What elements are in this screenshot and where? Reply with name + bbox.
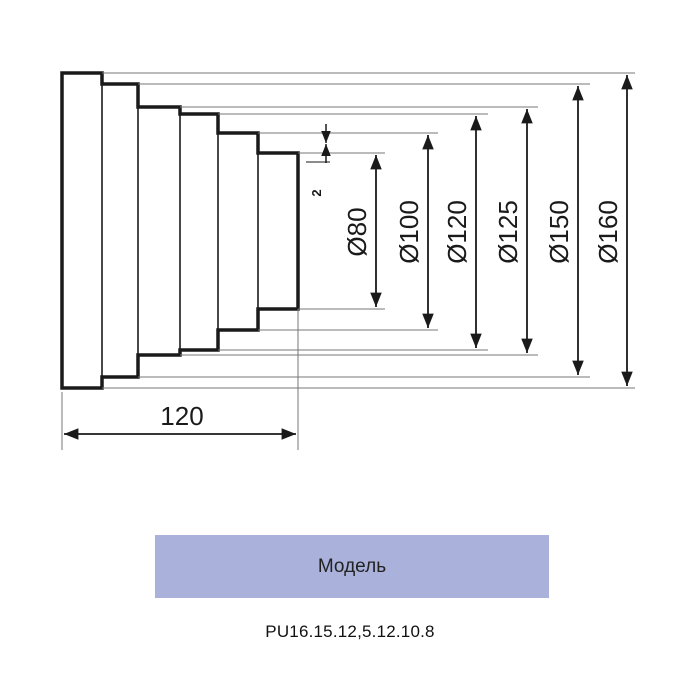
step-label: 2	[309, 189, 324, 196]
diameter-label-80: Ø80	[342, 207, 372, 256]
model-label: Модель	[317, 555, 387, 577]
diameter-dim-lines	[370, 75, 633, 386]
model-code: PU16.15.12,5.12.10.8	[265, 622, 435, 641]
diameter-label-150: Ø150	[544, 200, 574, 264]
adapter-drawing: 120 2 Ø80 Ø100 Ø120 Ø125 Ø150 Ø160	[60, 71, 635, 450]
diameter-label-100: Ø100	[394, 200, 424, 264]
extension-lines	[61, 72, 635, 450]
length-label: 120	[160, 401, 203, 431]
diameter-label-125: Ø125	[493, 200, 523, 264]
step-lines	[101, 84, 259, 377]
diameter-label-160: Ø160	[593, 200, 623, 264]
model-header: Модель	[155, 535, 549, 598]
diameter-label-120: Ø120	[442, 200, 472, 264]
